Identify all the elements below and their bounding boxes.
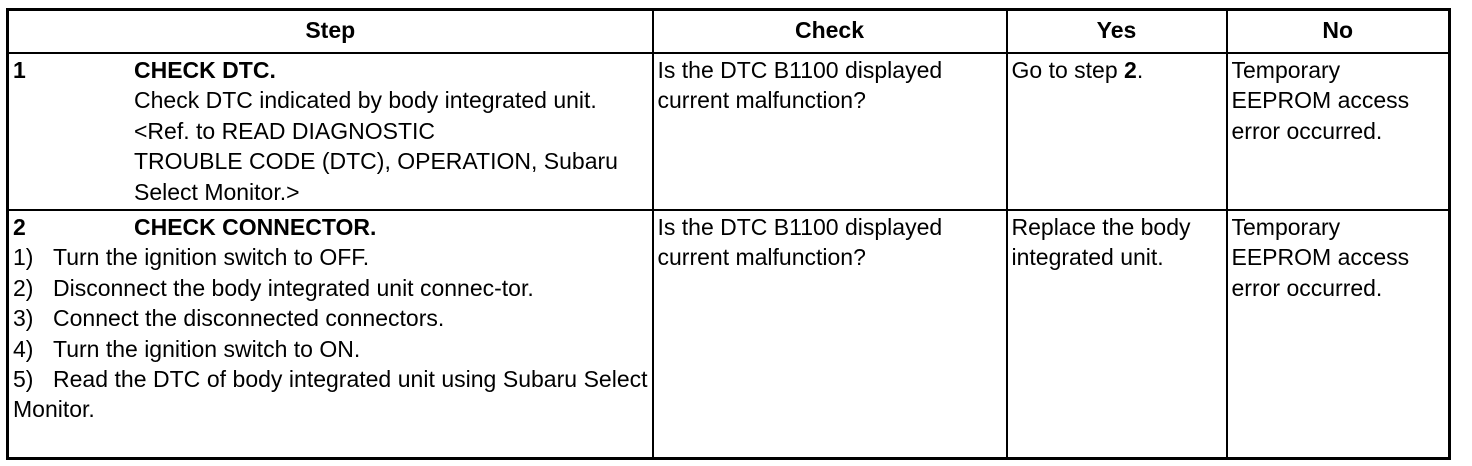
yes-step-number: 2 [1124, 57, 1137, 83]
table-row: 1 CHECK DTC. Check DTC indicated by body… [6, 51, 1451, 212]
procedure-number: 4) [13, 335, 34, 362]
procedure-item: 2) Disconnect the body integrated unit co… [13, 273, 648, 303]
header-no: No [1225, 8, 1451, 54]
procedure-item: 1) Turn the ignition switch to OFF. [13, 242, 648, 272]
header-check: Check [651, 8, 1008, 54]
procedure-number: 1) [13, 244, 34, 271]
procedure-text: Connect the disconnected connectors. [53, 305, 445, 332]
procedure-item: 4) Turn the ignition switch to ON. [13, 334, 648, 364]
table-row: 2 CHECK CONNECTOR. 1) Turn the ignition s… [6, 209, 1451, 461]
procedure-item: 3) Connect the disconnected connectors. [13, 303, 648, 333]
step-line: Select Monitor.> [134, 178, 300, 205]
procedure-number: 3) [13, 305, 34, 332]
step-line: <Ref. to READ DIAGNOSTIC [134, 117, 435, 144]
step-title: CHECK CONNECTOR. [134, 214, 377, 241]
procedure-text: Disconnect the body integrated unit conn… [53, 274, 534, 301]
no-cell: Temporary EEPROM access error occurred. [1225, 209, 1451, 461]
step-line: Check DTC indicated by body integrated u… [134, 87, 597, 114]
step-title: CHECK DTC. [134, 57, 276, 83]
no-cell: Temporary EEPROM access error occurred. [1225, 51, 1451, 212]
procedure-number: 5) [13, 366, 34, 393]
diagnostic-table: Step Check Yes No 1 CHECK DTC. Check DTC… [6, 8, 1451, 461]
check-cell: Is the DTC B1100 displayed current malfu… [651, 209, 1008, 461]
step-cell: 1 CHECK DTC. Check DTC indicated by body… [6, 51, 654, 212]
step-number: 1 [13, 57, 26, 83]
yes-cell: Go to step 2. [1005, 51, 1228, 212]
step-line: TROUBLE CODE (DTC), OPERATION, Subaru [134, 148, 618, 175]
procedure-number: 2) [13, 274, 34, 301]
check-cell: Is the DTC B1100 displayed current malfu… [651, 51, 1008, 212]
yes-cell: Replace the body integrated unit. [1005, 209, 1228, 461]
step-number: 2 [13, 214, 26, 241]
procedure-text: Turn the ignition switch to OFF. [53, 244, 370, 271]
procedure-item: 5)Read the DTC of body integrated unit u… [13, 364, 648, 425]
header-step: Step [6, 8, 654, 54]
step-body: CHECK CONNECTOR. 1) Turn the ignition swi… [13, 212, 648, 425]
procedure-text: Read the DTC of body integrated unit usi… [13, 366, 648, 423]
header-yes: Yes [1005, 8, 1228, 54]
step-cell: 2 CHECK CONNECTOR. 1) Turn the ignition s… [6, 209, 654, 461]
yes-text: Go to step [1011, 57, 1125, 83]
header-row: Step Check Yes No [6, 8, 1451, 54]
step-body: CHECK DTC. Check DTC indicated by body i… [134, 55, 648, 207]
yes-suffix: . [1136, 57, 1144, 83]
procedure-text: Turn the ignition switch to ON. [53, 335, 361, 362]
